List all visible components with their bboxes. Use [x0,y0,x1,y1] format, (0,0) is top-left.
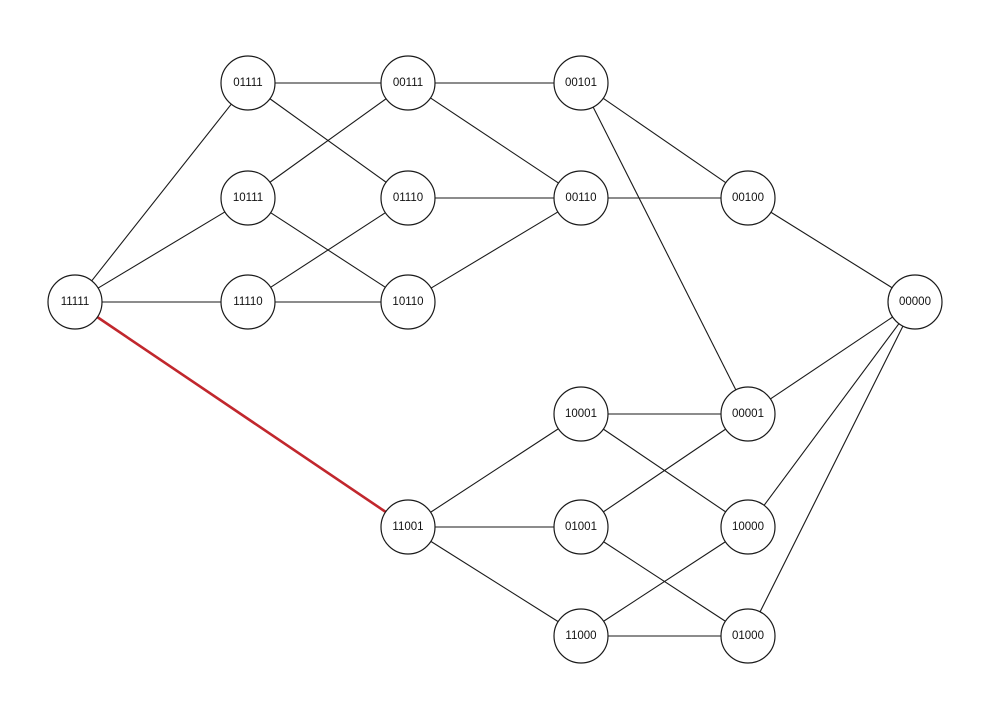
node-label: 00000 [899,296,931,308]
node-11001: 11001 [380,499,436,555]
node-label: 00110 [565,192,596,204]
edge-00111-00110 [430,97,559,184]
node-layer: 11111 01111 10111 11110 00111 01110 10110 00101… [47,55,943,664]
node-11000: 11000 [553,608,609,664]
node-label: 10110 [392,296,423,308]
node-circle [220,55,276,111]
node-circle [380,170,436,226]
node-label: 10111 [233,192,263,204]
node-circle [380,274,436,330]
edge-11001-10001 [430,428,559,513]
node-circle [220,274,276,330]
node-circle [220,170,276,226]
edge-00101-00100 [602,97,727,184]
edge-01001-00001 [603,428,726,513]
node-label: 11110 [233,296,262,308]
node-circle [887,274,943,330]
edge-11001-11000 [430,540,559,623]
node-label: 00100 [732,192,764,204]
node-01111: 01111 [220,55,276,111]
node-label: 11001 [392,521,423,533]
node-circle [553,55,609,111]
node-01110: 01110 [380,170,436,226]
node-circle [553,170,609,226]
node-label: 00101 [565,77,597,89]
edge-00101-00001 [592,106,737,391]
edge-11111-01111 [91,103,232,282]
edge-10111-00111 [269,98,387,183]
edge-11000-10000 [603,541,726,622]
node-label: 00111 [393,77,423,89]
node-10110: 10110 [380,274,436,330]
node-label: 11111 [61,296,90,308]
node-00001: 00001 [720,386,776,442]
edge-10000-00000 [763,323,900,506]
node-11110: 11110 [220,274,276,330]
node-circle [720,386,776,442]
node-00000: 00000 [887,274,943,330]
node-circle [380,55,436,111]
edge-11111-10111 [97,211,226,289]
node-label: 11000 [565,630,596,642]
node-circle [553,499,609,555]
node-00100: 00100 [720,170,776,226]
node-circle [47,274,103,330]
edge-11110-01110 [270,212,386,288]
edge-layer [91,82,904,637]
node-00101: 00101 [553,55,609,111]
edge-00001-00000 [770,316,893,400]
node-11111: 11111 [47,274,103,330]
node-label: 01000 [732,630,764,642]
node-circle [380,499,436,555]
node-01001: 01001 [553,499,609,555]
node-circle [720,608,776,664]
edge-00100-00000 [770,211,893,289]
node-10000: 10000 [720,499,776,555]
node-label: 00001 [732,408,764,420]
node-circle [553,608,609,664]
node-00110: 00110 [553,170,609,226]
node-10111: 10111 [220,170,276,226]
node-circle [553,386,609,442]
node-label: 10000 [732,521,764,533]
node-label: 01001 [565,521,597,533]
node-circle [720,499,776,555]
node-label: 10001 [565,408,597,420]
node-10001: 10001 [553,386,609,442]
highlighted-edge-11111-11001 [96,316,387,513]
node-01000: 01000 [720,608,776,664]
edge-10110-00110 [430,211,559,289]
edge-01000-00000 [759,325,904,613]
node-circle [720,170,776,226]
node-label: 01110 [393,192,423,204]
node-label: 01111 [233,77,262,89]
node-00111: 00111 [380,55,436,111]
